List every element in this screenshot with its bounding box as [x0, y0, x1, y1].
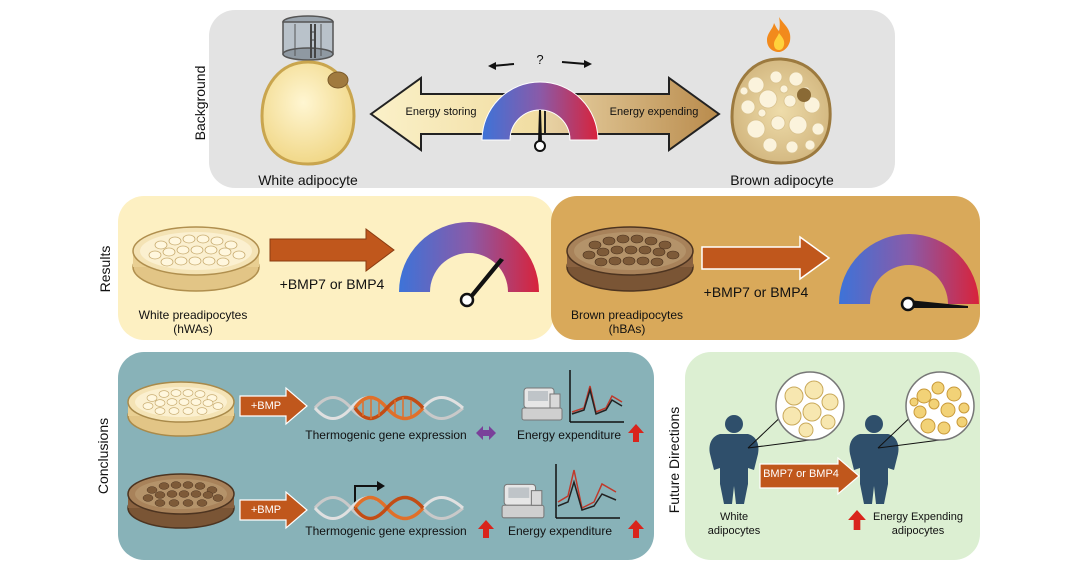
person-silhouette-brown [849, 415, 899, 504]
future-bmp-arrow [759, 456, 860, 496]
conclusions-arrow-1 [239, 386, 308, 426]
background-section-label: Background [192, 65, 208, 141]
white-dish-label: White preadipocytes (hWAs) [138, 308, 248, 336]
no-change-arrow-icon [476, 426, 496, 440]
conclusions-brown-dish [127, 473, 235, 529]
future-treatment-label: BMP7 or BMP4 [763, 468, 839, 480]
conclusions-energy-label-1: Energy expenditure [516, 428, 622, 442]
future-white-label: White adipocytes [707, 511, 761, 537]
person-silhouette-white [709, 415, 759, 504]
results-arrow-white [269, 228, 395, 272]
calorimeter-icon [501, 483, 545, 519]
white-treatment-label: +BMP7 or BMP4 [279, 276, 385, 292]
storage-tank-icon [282, 15, 334, 61]
results-gauge-brown [839, 234, 979, 312]
brown-adipocyte-cell [730, 57, 832, 165]
flame-icon [767, 17, 791, 52]
results-arrow-brown [701, 235, 831, 281]
calorimeter-icon [521, 387, 563, 421]
conclusions-arrow-2 [239, 490, 308, 530]
future-expending-label: Energy Expending adipocytes [873, 511, 963, 537]
conclusions-treatment-2: +BMP [250, 504, 282, 516]
brown-cells-magnifier [877, 371, 975, 449]
brown-dish-label: Brown preadipocytes (hBAs) [570, 308, 684, 336]
results-gauge-white [399, 222, 539, 308]
up-arrow-icon [848, 510, 866, 530]
white-cells-magnifier [747, 371, 845, 449]
energy-expending-label: Energy expending [609, 106, 699, 118]
energy-storing-label: Energy storing [405, 106, 477, 118]
dna-transcription-icon [313, 481, 464, 521]
conclusions-treatment-1: +BMP [250, 400, 282, 412]
up-arrow-icon [478, 520, 494, 538]
conclusions-gene-label-1: Thermogenic gene expression [305, 428, 467, 442]
white-adipocyte-label: White adipocyte [258, 172, 358, 188]
results-section-label: Results [97, 245, 113, 293]
uncertain-arrows-icon [488, 60, 592, 70]
conclusions-section-label: Conclusions [95, 417, 111, 495]
brown-adipocyte-label: Brown adipocyte [730, 172, 834, 188]
dna-helix-icon [313, 395, 464, 421]
center-gauge [481, 81, 599, 152]
white-petri-dish [132, 226, 260, 292]
question-mark-label: ? [536, 52, 544, 67]
brown-treatment-label: +BMP7 or BMP4 [703, 284, 809, 300]
conclusions-gene-label-2: Thermogenic gene expression [305, 524, 467, 538]
conclusions-energy-label-2: Energy expenditure [507, 524, 613, 538]
white-adipocyte-cell [260, 60, 356, 166]
energy-chart-icon-2 [555, 464, 620, 519]
up-arrow-icon [628, 520, 644, 538]
future-section-label: Future Directions [666, 406, 682, 514]
conclusions-white-dish [127, 381, 235, 437]
brown-petri-dish [566, 226, 694, 292]
up-arrow-icon [628, 424, 644, 442]
energy-chart-icon-1 [569, 370, 624, 423]
